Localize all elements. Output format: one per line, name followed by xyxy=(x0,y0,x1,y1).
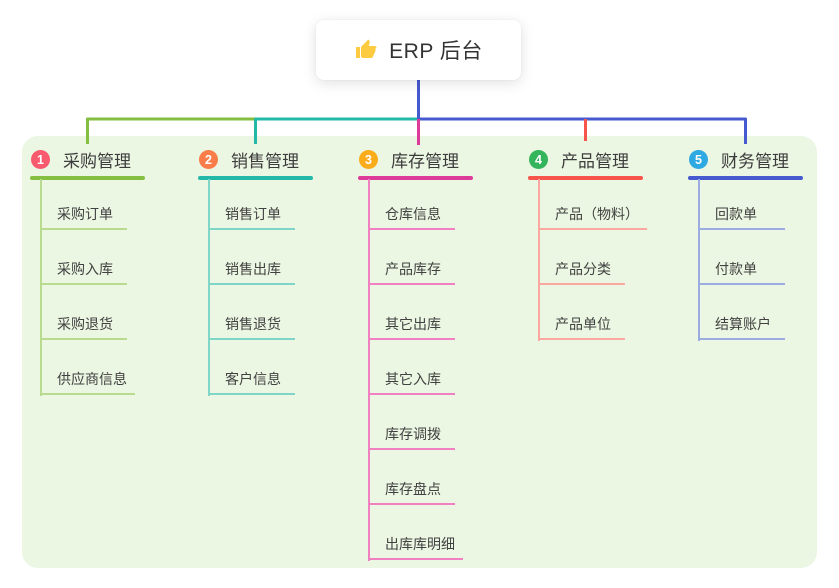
branch-child-connector xyxy=(368,179,370,561)
child-node[interactable]: 客户信息 xyxy=(208,371,295,395)
branch-underline xyxy=(358,176,473,180)
child-node[interactable]: 付款单 xyxy=(698,261,785,285)
child-node[interactable]: 采购入库 xyxy=(40,261,127,285)
child-node[interactable]: 产品分类 xyxy=(538,261,625,285)
branch-number-badge: 1 xyxy=(31,150,50,169)
root-node[interactable]: ERP 后台 xyxy=(316,20,521,80)
branch-node-2[interactable]: 2 销售管理 xyxy=(199,149,299,171)
child-node[interactable]: 产品库存 xyxy=(368,261,455,285)
branch-title: 财务管理 xyxy=(721,152,789,171)
child-node[interactable]: 出库库明细 xyxy=(368,536,463,560)
branch-number-badge: 4 xyxy=(529,150,548,169)
branch-child-connector xyxy=(538,179,540,341)
branch-number-badge: 5 xyxy=(689,150,708,169)
child-node[interactable]: 仓库信息 xyxy=(368,206,455,230)
child-node[interactable]: 产品单位 xyxy=(538,316,625,340)
branch-node-1[interactable]: 1 采购管理 xyxy=(31,149,131,171)
child-node[interactable]: 其它出库 xyxy=(368,316,455,340)
branch-underline xyxy=(198,176,313,180)
branch-node-5[interactable]: 5 财务管理 xyxy=(689,149,789,171)
branch-title: 销售管理 xyxy=(231,152,299,171)
child-node[interactable]: 销售订单 xyxy=(208,206,295,230)
child-node[interactable]: 采购订单 xyxy=(40,206,127,230)
child-node[interactable]: 其它入库 xyxy=(368,371,455,395)
branch-title: 库存管理 xyxy=(391,152,459,171)
branch-number-badge: 2 xyxy=(199,150,218,169)
branch-underline xyxy=(30,176,145,180)
child-node[interactable]: 产品（物料） xyxy=(538,206,647,230)
branch-title: 产品管理 xyxy=(561,152,629,171)
branch-child-connector xyxy=(40,179,42,396)
child-node[interactable]: 供应商信息 xyxy=(40,371,135,395)
child-node[interactable]: 销售退货 xyxy=(208,316,295,340)
child-node[interactable]: 销售出库 xyxy=(208,261,295,285)
child-node[interactable]: 库存调拨 xyxy=(368,426,455,450)
root-title: ERP 后台 xyxy=(389,40,483,63)
child-node[interactable]: 结算账户 xyxy=(698,316,785,340)
branch-node-4[interactable]: 4 产品管理 xyxy=(529,149,629,171)
branch-child-connector xyxy=(208,179,210,396)
branch-number-badge: 3 xyxy=(359,150,378,169)
child-node[interactable]: 回款单 xyxy=(698,206,785,230)
branch-node-3[interactable]: 3 库存管理 xyxy=(359,149,459,171)
branches-panel xyxy=(22,136,817,568)
child-node[interactable]: 库存盘点 xyxy=(368,481,455,505)
thumbs-up-icon xyxy=(354,38,378,62)
branch-underline xyxy=(528,176,643,180)
branch-underline xyxy=(688,176,803,180)
branch-child-connector xyxy=(698,179,700,341)
child-node[interactable]: 采购退货 xyxy=(40,316,127,340)
branch-title: 采购管理 xyxy=(63,152,131,171)
